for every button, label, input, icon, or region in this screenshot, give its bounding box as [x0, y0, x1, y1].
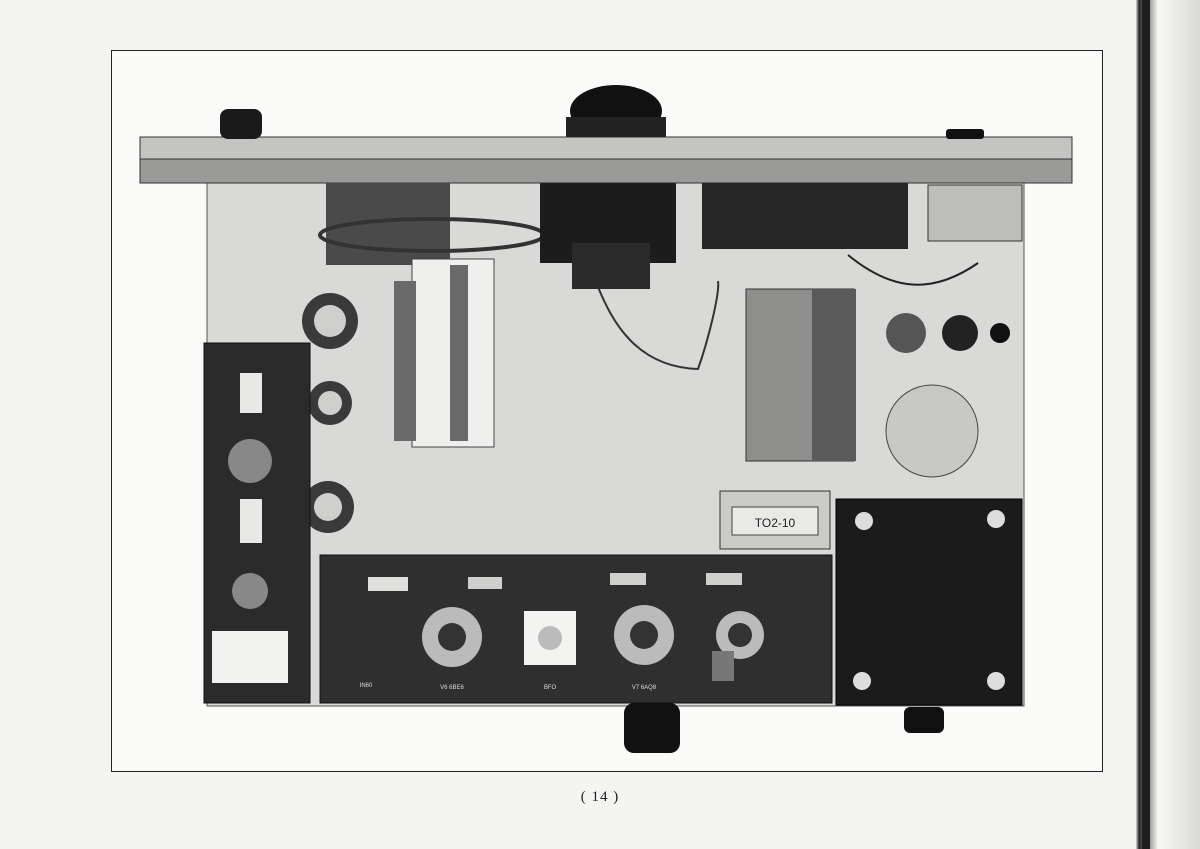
- band-switch-coil-right: [450, 265, 468, 441]
- label-v7: V7 6AQ8: [632, 685, 657, 691]
- label-in60: IN60: [360, 683, 373, 689]
- label-transformer: TO2-10: [755, 516, 796, 530]
- resistor-4: [706, 573, 742, 585]
- if-transformer-1: [240, 373, 262, 413]
- white-bracket: [212, 631, 288, 683]
- variable-capacitor-plates: [812, 289, 856, 461]
- dial-housing-right: [702, 183, 908, 249]
- resistor-3: [610, 573, 646, 585]
- page-number: ( 14 ): [580, 789, 620, 805]
- front-panel-edge: [139, 158, 1073, 184]
- rf-gain-pot: [927, 184, 1023, 242]
- knob-bottom: [624, 703, 680, 753]
- tube-socket-board: [228, 439, 272, 483]
- label-bfo: BFO: [544, 685, 557, 691]
- resistor-2: [468, 577, 502, 589]
- knob-main-skirt: [566, 117, 666, 137]
- wire-loop: [597, 280, 720, 371]
- capacitor: [712, 651, 734, 681]
- heatsink-box: [835, 498, 1023, 706]
- knob-right: [946, 129, 984, 139]
- label-v6: V6 6BE6: [440, 685, 464, 691]
- speaker-bracket: [572, 243, 650, 289]
- knob-left: [220, 109, 262, 139]
- band-switch-coil-left: [394, 281, 416, 441]
- electrolytic-cap: [885, 384, 979, 478]
- knob-bottom-right: [904, 707, 944, 733]
- tube-socket-board-2: [232, 573, 268, 609]
- chassis-photo: TO2-10 V6 6BE6 BFO V7 6AQ8 IN60: [139, 85, 1073, 753]
- chassis-photo-frame: TO2-10 V6 6BE6 BFO V7 6AQ8 IN60: [111, 50, 1103, 772]
- scan-binding-shadow: [1142, 0, 1150, 849]
- resistor-1: [368, 577, 408, 591]
- octal-socket: [886, 313, 926, 353]
- front-panel-top: [139, 136, 1073, 160]
- if-transformer-2: [240, 499, 262, 543]
- wire-top-right: [847, 254, 979, 286]
